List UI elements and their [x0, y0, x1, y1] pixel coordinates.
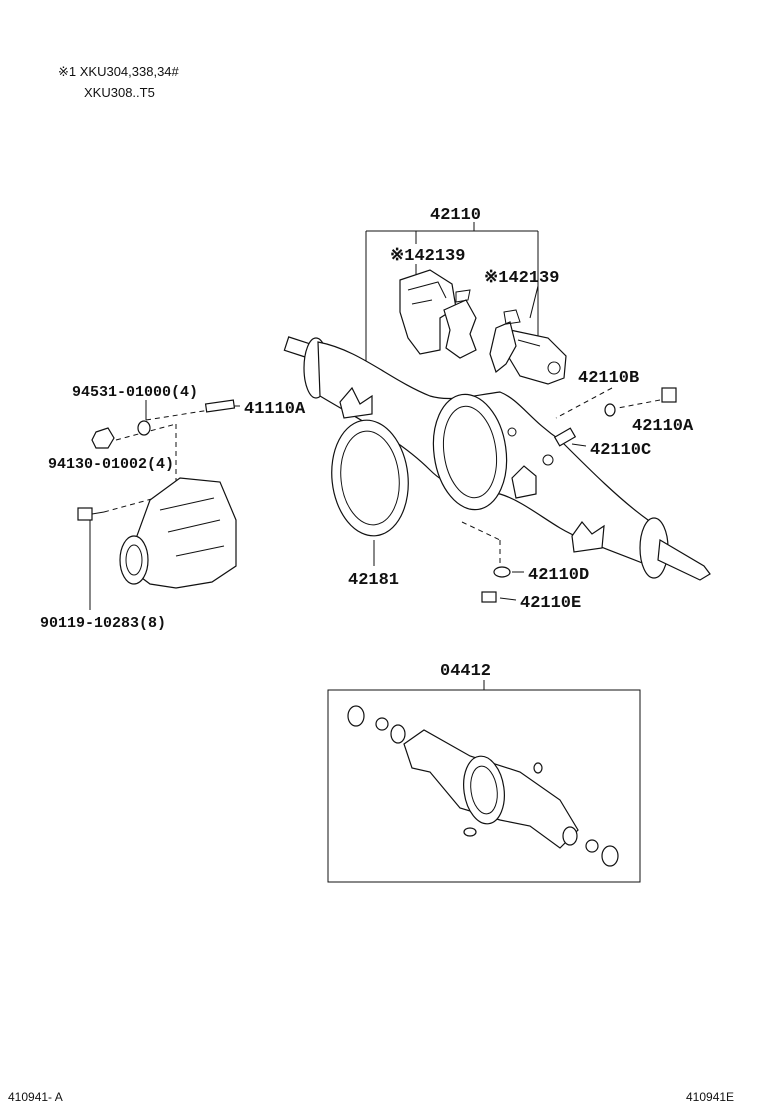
gasket-42181 — [331, 419, 409, 537]
label-42110A-right[interactable]: 42110A — [632, 417, 694, 436]
label-42110B[interactable]: 42110B — [578, 369, 639, 388]
applicability-note-line1: ※1 XKU304,338,34# — [58, 64, 179, 79]
label-42139-right[interactable]: ※142139 — [484, 269, 559, 288]
label-42139-left[interactable]: ※142139 — [390, 247, 465, 266]
differential-carrier — [119, 477, 237, 589]
label-42110E[interactable]: 42110E — [520, 594, 581, 613]
label-41110A[interactable]: 41110A — [244, 400, 306, 419]
kit-04412-contents — [347, 705, 619, 867]
bracket-42139-right — [489, 309, 567, 385]
applicability-note-line2: XKU308..T5 — [84, 85, 155, 100]
label-94531-01000[interactable]: 94531-01000(4) — [72, 384, 198, 401]
bracket-42139-left — [399, 269, 477, 359]
label-42110[interactable]: 42110 — [430, 206, 481, 225]
label-42110D[interactable]: 42110D — [528, 566, 589, 585]
kit-04412-box — [327, 689, 641, 883]
label-94130-01002[interactable]: 94130-01002(4) — [48, 456, 174, 473]
label-90119-10283[interactable]: 90119-10283(8) — [40, 615, 166, 632]
label-04412[interactable]: 04412 — [440, 662, 491, 681]
small-fasteners — [77, 387, 677, 603]
leader-lines — [89, 222, 661, 690]
footer-code-right: 410941E — [686, 1090, 735, 1104]
axle-housing-42110 — [283, 336, 711, 581]
footer-code-left: 410941- A — [8, 1090, 63, 1104]
label-42110C[interactable]: 42110C — [590, 441, 651, 460]
label-42181[interactable]: 42181 — [348, 571, 399, 590]
